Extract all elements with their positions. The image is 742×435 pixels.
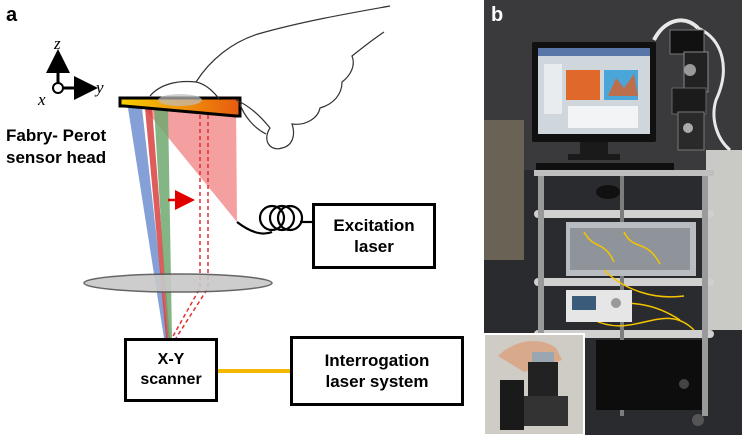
coordinate-axes — [46, 49, 98, 100]
panel-b-label: b — [491, 4, 504, 26]
xy-scanner-line1: X-Y — [157, 351, 185, 368]
axis-label-x: x — [38, 90, 46, 109]
excitation-laser-line1: Excitation — [333, 215, 415, 235]
monitor — [532, 42, 656, 160]
sensor-head-label: Fabry- Perot sensor head — [6, 125, 106, 169]
interrogation-laser-line1: Interrogation — [324, 350, 430, 370]
fiber-coil — [236, 204, 312, 235]
panel-b-photo — [484, 0, 742, 435]
wall-panel — [706, 150, 742, 330]
lens — [83, 273, 273, 293]
fingertip-contact — [158, 94, 202, 106]
xy-scanner-box: X-Y scanner — [124, 338, 218, 402]
scanner-arm — [652, 18, 732, 152]
interrogation-laser-box: Interrogation laser system — [290, 336, 464, 406]
panel-a-schematic — [46, 5, 391, 373]
xy-scanner-line2: scanner — [140, 371, 202, 388]
axis-label-y: y — [96, 78, 104, 97]
sensor-head — [118, 96, 242, 118]
hand-illustration — [149, 5, 391, 150]
inset-photo — [484, 333, 585, 435]
wooden-door — [484, 120, 524, 260]
cart — [534, 170, 714, 426]
sensor-head-label-line2: sensor head — [6, 148, 107, 168]
excitation-laser-box: Excitation laser — [312, 203, 436, 269]
panel-a-label: a — [6, 4, 18, 26]
mouse — [596, 185, 620, 199]
excitation-laser-line2: laser — [354, 237, 394, 256]
sensor-head-label-line1: Fabry- Perot — [6, 126, 107, 145]
interrogation-laser-line2: laser system — [325, 372, 429, 391]
axis-label-z: z — [54, 34, 61, 53]
